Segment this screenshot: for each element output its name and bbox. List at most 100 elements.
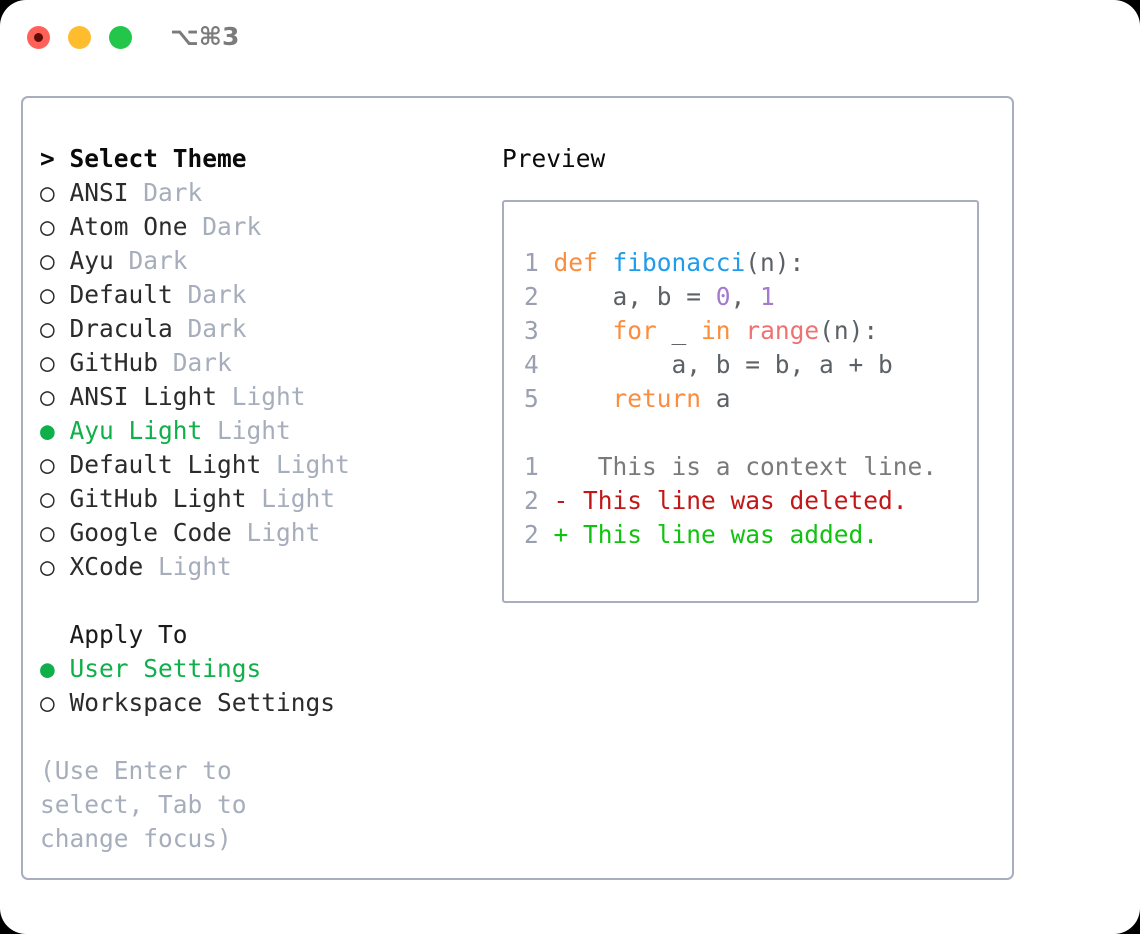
theme-option-dracula[interactable]: ○ Dracula Dark: [40, 312, 480, 346]
code-token-kw: return: [612, 384, 702, 413]
diff-sample: 1 This is a context line.2- This line wa…: [524, 450, 977, 552]
radio-unselected-icon: ○: [40, 552, 55, 581]
theme-option-label: Default Light: [69, 450, 262, 479]
theme-option-label: Google Code: [69, 518, 232, 547]
theme-variant-tag: Dark: [187, 280, 247, 309]
window-controls: [27, 26, 132, 49]
code-token-punct: (n):: [745, 248, 805, 277]
code-token-num: 1: [760, 282, 775, 311]
code-token-plain: _: [656, 316, 702, 345]
theme-option-xcode[interactable]: ○ XCode Light: [40, 550, 480, 584]
theme-option-label: Default: [69, 280, 173, 309]
diff-line-add: 2+ This line was added.: [524, 518, 977, 552]
code-line-number: 5: [524, 384, 539, 413]
radio-unselected-icon: ○: [40, 314, 55, 343]
diff-text: This line was added.: [568, 520, 879, 549]
code-token-plain: [598, 248, 613, 277]
code-line-number: 1: [524, 248, 539, 277]
code-line-number: 2: [524, 282, 539, 311]
section-spacer: [40, 584, 480, 618]
code-token-plain: ,: [730, 282, 761, 311]
diff-line-ctx: 1 This is a context line.: [524, 450, 977, 484]
apply-to-option-label: Workspace Settings: [69, 688, 336, 717]
code-line: 4 a, b = b, a + b: [524, 348, 977, 382]
diff-line-number: 2: [524, 486, 539, 515]
diff-sign: -: [553, 486, 569, 515]
theme-option-label: ANSI: [69, 178, 129, 207]
theme-option-label: GitHub: [69, 348, 159, 377]
apply-to-heading-marker: [40, 618, 55, 652]
code-token-kw: def: [553, 248, 598, 277]
diff-text: This is a context line.: [568, 452, 938, 481]
code-diff-spacer: [524, 416, 977, 450]
main-panel: > Select Theme ○ ANSI Dark○ Atom One Dar…: [21, 96, 1014, 880]
radio-selected-icon: ●: [40, 654, 55, 683]
diff-line-number: 1: [524, 452, 539, 481]
theme-option-atom-one[interactable]: ○ Atom One Dark: [40, 210, 480, 244]
radio-unselected-icon: ○: [40, 246, 55, 275]
code-line-number: 4: [524, 350, 539, 379]
theme-variant-tag: Light: [158, 552, 232, 581]
select-theme-heading: > Select Theme: [40, 144, 247, 173]
theme-option-github[interactable]: ○ GitHub Dark: [40, 346, 480, 380]
diff-sign: [554, 452, 569, 481]
code-line: 2 a, b = 0, 1: [524, 280, 977, 314]
theme-option-ayu-light[interactable]: ● Ayu Light Light: [40, 414, 480, 448]
radio-unselected-icon: ○: [40, 348, 55, 377]
theme-option-label: XCode: [69, 552, 144, 581]
theme-variant-tag: Light: [246, 518, 321, 547]
theme-option-default[interactable]: ○ Default Dark: [40, 278, 480, 312]
code-token-punct: (n):: [819, 316, 879, 345]
radio-unselected-icon: ○: [40, 688, 55, 717]
theme-variant-tag: Light: [261, 484, 336, 513]
theme-option-label: Ayu Light: [69, 416, 203, 445]
theme-selector-column: > Select Theme ○ ANSI Dark○ Atom One Dar…: [40, 142, 480, 856]
code-line-number: 3: [524, 316, 539, 345]
maximize-button[interactable]: [109, 26, 132, 49]
theme-option-default-light[interactable]: ○ Default Light Light: [40, 448, 480, 482]
close-button[interactable]: [27, 26, 50, 49]
diff-text: This line was deleted.: [568, 486, 908, 515]
theme-variant-tag: Light: [231, 382, 306, 411]
theme-option-label: Dracula: [69, 314, 173, 343]
theme-option-label: Atom One: [69, 212, 188, 241]
diff-line-del: 2- This line was deleted.: [524, 484, 977, 518]
theme-variant-tag: Dark: [202, 212, 262, 241]
radio-unselected-icon: ○: [40, 484, 55, 513]
code-token-num: 0: [715, 282, 731, 311]
diff-line-number: 2: [524, 520, 539, 549]
theme-option-google-code[interactable]: ○ Google Code Light: [40, 516, 480, 550]
apply-to-option-workspace-settings[interactable]: ○ Workspace Settings: [40, 686, 480, 720]
apply-to-list: ● User Settings○ Workspace Settings: [40, 652, 480, 720]
radio-unselected-icon: ○: [40, 212, 55, 241]
theme-variant-tag: Dark: [187, 314, 247, 343]
radio-unselected-icon: ○: [40, 450, 55, 479]
radio-unselected-icon: ○: [40, 280, 55, 309]
theme-option-ansi[interactable]: ○ ANSI Dark: [40, 176, 480, 210]
radio-unselected-icon: ○: [40, 178, 55, 207]
code-token-plain: a: [701, 384, 731, 413]
theme-option-ayu[interactable]: ○ Ayu Dark: [40, 244, 480, 278]
code-token-fn: fibonacci: [612, 248, 746, 277]
code-token-bin: range: [745, 316, 820, 345]
theme-variant-tag: Dark: [172, 348, 232, 377]
keyboard-hint-text: (Use Enter to select, Tab to change focu…: [40, 756, 262, 853]
code-line: 5 return a: [524, 382, 977, 416]
theme-list: ○ ANSI Dark○ Atom One Dark○ Ayu Dark○ De…: [40, 176, 480, 584]
apply-to-option-user-settings[interactable]: ● User Settings: [40, 652, 480, 686]
apply-to-option-label: User Settings: [69, 654, 262, 683]
radio-unselected-icon: ○: [40, 518, 55, 547]
theme-option-ansi-light[interactable]: ○ ANSI Light Light: [40, 380, 480, 414]
theme-option-github-light[interactable]: ○ GitHub Light Light: [40, 482, 480, 516]
radio-selected-icon: ●: [40, 416, 55, 445]
theme-variant-tag: Light: [217, 416, 291, 445]
code-token-plain: a, b =: [553, 282, 716, 311]
minimize-button[interactable]: [68, 26, 91, 49]
code-line: 1 def fibonacci(n):: [524, 246, 977, 280]
theme-variant-tag: Dark: [128, 246, 188, 275]
radio-unselected-icon: ○: [40, 382, 55, 411]
